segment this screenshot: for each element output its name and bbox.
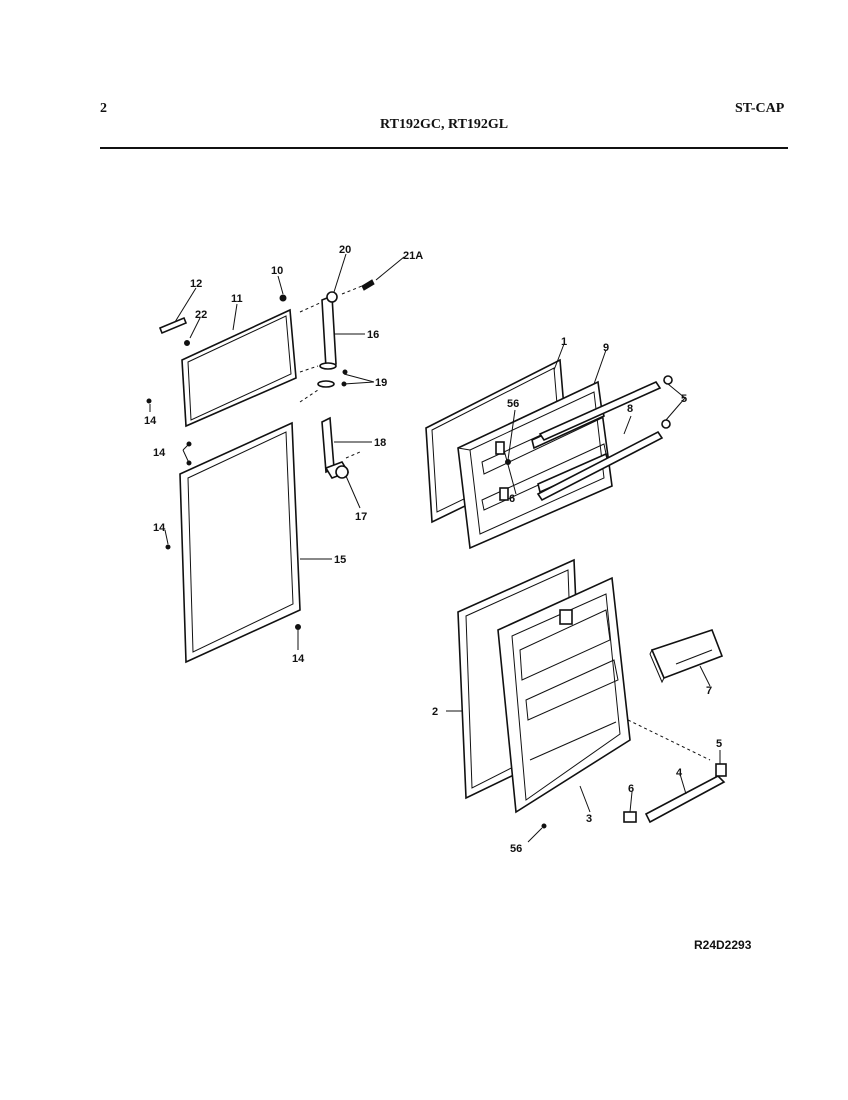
part-10-screw (279, 294, 287, 302)
fresh-food-door-liner (497, 576, 711, 814)
callout-21a: 21A (403, 250, 423, 262)
part-21a-screw (361, 279, 375, 291)
freezer-shelf-lower (536, 430, 664, 502)
fresh-food-gasket (179, 421, 301, 664)
freezer-gasket (181, 308, 297, 428)
callout-9: 9 (603, 342, 609, 354)
callout-7: 7 (706, 685, 712, 697)
center-hinge (321, 416, 361, 479)
upper-hinge (299, 285, 363, 370)
callout-20: 20 (339, 244, 351, 256)
header-rule (100, 147, 788, 149)
door-rail (644, 775, 726, 824)
part-5-end-cap (715, 763, 727, 777)
callout-15: 15 (334, 554, 346, 566)
part-56-screw (541, 823, 547, 829)
freezer-door-liner (457, 380, 613, 550)
part-14-screw-d (295, 624, 301, 630)
diagram-code: R24D2293 (694, 938, 752, 952)
part-22-screw (184, 340, 190, 346)
callout-14-mid: 14 (153, 447, 166, 459)
callout-6-upper: 6 (509, 493, 515, 505)
callout-5-lower: 5 (716, 738, 722, 750)
model-numbers: RT192GC, RT192GL (380, 117, 509, 132)
callout-labels: 12 11 10 22 14 20 21A 16 19 14 14 15 14 … (144, 244, 722, 855)
callout-2: 2 (432, 706, 438, 718)
callout-11: 11 (231, 293, 243, 305)
callout-8: 8 (627, 403, 633, 415)
callout-56-upper: 56 (507, 398, 519, 410)
section-code: ST-CAP (735, 101, 785, 116)
part-14-screw-c (165, 544, 171, 550)
part-14-screw-upper (146, 398, 152, 404)
callout-6-lower: 6 (628, 783, 634, 795)
part-6-clip (623, 811, 637, 823)
part-12-bracket (158, 316, 188, 335)
freezer-shelf-upper (538, 380, 662, 442)
hinge-hardware-19 (299, 362, 348, 403)
callout-22: 22 (195, 309, 207, 321)
callout-17: 17 (355, 511, 367, 523)
callout-14-left: 14 (153, 522, 166, 534)
part-5-cap-upper (663, 375, 673, 385)
callout-19: 19 (375, 377, 387, 389)
callout-18: 18 (374, 437, 386, 449)
callout-14-upper: 14 (144, 415, 157, 427)
callout-14-lower: 14 (292, 653, 305, 665)
callout-4: 4 (676, 767, 683, 779)
callout-5-upper: 5 (681, 393, 687, 405)
callout-12: 12 (190, 278, 202, 290)
leader-lines (149, 253, 721, 843)
callout-16: 16 (367, 329, 379, 341)
callout-56-lower: 56 (510, 843, 522, 855)
callout-3: 3 (586, 813, 592, 825)
callout-1: 1 (561, 336, 567, 348)
callout-10: 10 (271, 265, 283, 277)
part-5-cap-lower (661, 419, 671, 429)
door-bin (649, 628, 724, 684)
page-number: 2 (100, 101, 107, 116)
